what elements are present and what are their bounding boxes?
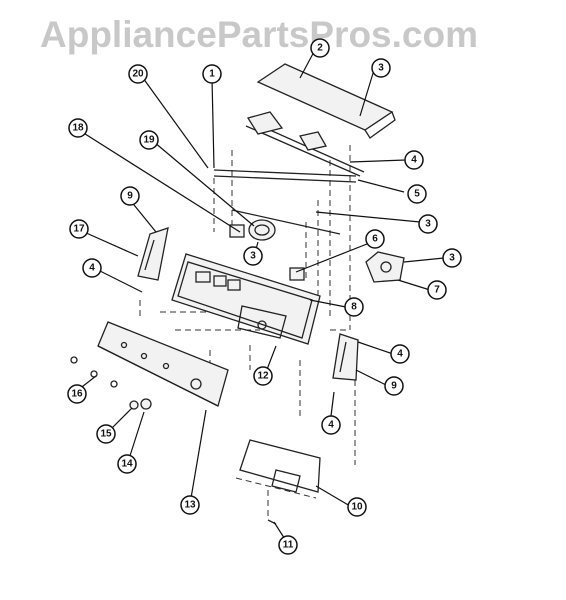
callout-15: 15 [96,424,116,444]
callout-10: 10 [347,497,367,517]
svg-text:3: 3 [250,251,256,262]
svg-text:6: 6 [372,234,378,245]
callout-14: 14 [117,454,137,474]
assembly-guide-lines [139,145,356,520]
watermark: AppliancePartsPros.com [40,14,478,55]
base-bracket-part [235,439,321,525]
svg-text:18: 18 [72,123,84,134]
svg-text:5: 5 [414,189,420,200]
svg-text:19: 19 [143,135,155,146]
svg-text:2: 2 [317,43,323,54]
svg-text:15: 15 [100,429,112,440]
svg-text:16: 16 [71,389,83,400]
leader-lines [77,47,445,545]
svg-text:8: 8 [351,302,357,313]
svg-text:3: 3 [378,63,384,74]
right-end-cap-part [332,333,359,381]
svg-text:14: 14 [121,459,133,470]
callout-19: 19 [139,130,159,150]
svg-text:4: 4 [89,263,95,274]
svg-text:20: 20 [132,69,144,80]
svg-text:4: 4 [328,420,334,431]
svg-text:13: 13 [184,500,196,511]
callout-4e: 4 [321,415,341,435]
callout-7: 7 [427,280,447,300]
callout-8: 8 [344,297,364,317]
top-cover-part [256,63,396,139]
svg-text:4: 4 [397,349,403,360]
svg-text:7: 7 [434,285,440,296]
svg-text:12: 12 [257,371,269,382]
callout-20: 20 [128,64,148,84]
knobs-buttons-part [70,356,152,410]
callout-3a: 3 [371,58,391,78]
callout-4a: 4 [404,150,424,170]
svg-text:10: 10 [351,502,363,513]
callout-5: 5 [407,184,427,204]
callout-16: 16 [67,384,87,404]
callout-3d: 3 [442,248,462,268]
svg-text:3: 3 [425,219,431,230]
callout-2: 2 [310,38,330,58]
control-facia-part [97,321,229,407]
callout-3b: 3 [418,214,438,234]
callout-9: 9 [384,376,404,396]
switch-part [289,267,305,281]
svg-text:17: 17 [73,224,85,235]
timer-knob-part [229,219,276,241]
callout-11: 11 [278,535,298,555]
svg-text:9: 9 [391,381,397,392]
callout-18: 18 [68,118,88,138]
control-bracket-part [213,111,365,235]
callout-13: 13 [180,495,200,515]
callout-4c: 4 [82,258,102,278]
callout-4d: 4 [390,344,410,364]
callout-6: 6 [365,229,385,249]
svg-text:11: 11 [283,540,294,551]
left-end-cap-part [137,227,169,281]
callout-3c: 3 [243,246,263,266]
svg-text:4: 4 [411,155,417,166]
svg-text:1: 1 [209,69,215,80]
callout-1: 1 [202,64,222,84]
timer-part [365,251,405,283]
svg-text:9: 9 [127,191,133,202]
svg-text:3: 3 [449,253,455,264]
callout-12: 12 [253,366,273,386]
callout-4b: 9 [120,186,140,206]
callout-17: 17 [69,219,89,239]
